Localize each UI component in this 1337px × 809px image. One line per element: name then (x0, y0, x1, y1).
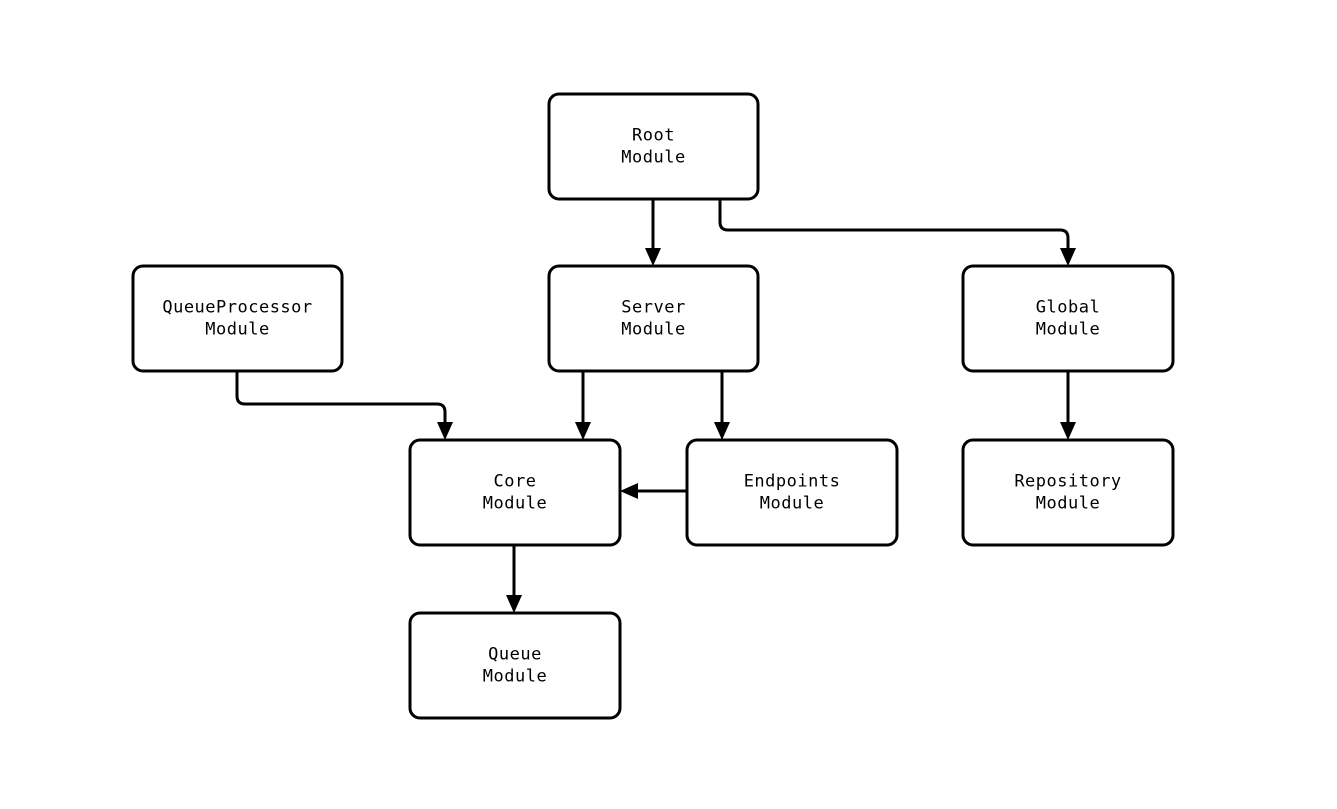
arrowhead-icon (1060, 422, 1076, 440)
arrowhead-icon (645, 248, 661, 266)
node-box[interactable] (408, 611, 622, 720)
node-label-line1: Root (632, 126, 675, 146)
node-label-line2: Module (621, 148, 685, 168)
edge-line (235, 371, 447, 426)
node-label-line2: Module (760, 494, 824, 514)
node-label-line1: Global (1036, 298, 1100, 318)
node-label-line1: Core (494, 472, 537, 492)
node-label-line2: Module (483, 667, 547, 687)
node-box[interactable] (961, 264, 1175, 373)
edge-root-to-global (718, 199, 1076, 266)
node-label-line2: Module (621, 320, 685, 340)
node-box[interactable] (408, 438, 622, 547)
edge-layer (235, 199, 1076, 613)
arrowhead-icon (1060, 248, 1076, 266)
node-label-line1: QueueProcessor (162, 298, 312, 318)
node-label-line1: Endpoints (744, 472, 841, 492)
arrowhead-icon (437, 422, 453, 440)
node-box[interactable] (547, 92, 760, 201)
node-label-line2: Module (483, 494, 547, 514)
node-label-line2: Module (205, 320, 269, 340)
node-label-line1: Queue (488, 645, 542, 665)
arrowhead-icon (620, 483, 638, 499)
node-box[interactable] (547, 264, 760, 373)
edge-global-to-repository (1060, 371, 1076, 440)
edge-line (718, 199, 1070, 252)
edge-root-to-server (645, 199, 661, 266)
node-box[interactable] (131, 264, 344, 373)
arrowhead-icon (506, 595, 522, 613)
arrowhead-icon (575, 422, 591, 440)
node-label-line2: Module (1036, 320, 1100, 340)
node-box[interactable] (961, 438, 1175, 547)
edge-server-to-core (575, 371, 591, 440)
edge-queueprocessor-to-core (235, 371, 453, 440)
node-label-line1: Server (621, 298, 685, 318)
arrowhead-icon (714, 422, 730, 440)
node-box[interactable] (685, 438, 899, 547)
node-label-line2: Module (1036, 494, 1100, 514)
edge-core-to-queue (506, 545, 522, 613)
node-layer: RootModuleQueueProcessorModuleServerModu… (131, 92, 1175, 720)
edge-endpoints-to-core (620, 483, 687, 499)
edge-server-to-endpoints (714, 371, 730, 440)
node-label-line1: Repository (1014, 472, 1121, 492)
